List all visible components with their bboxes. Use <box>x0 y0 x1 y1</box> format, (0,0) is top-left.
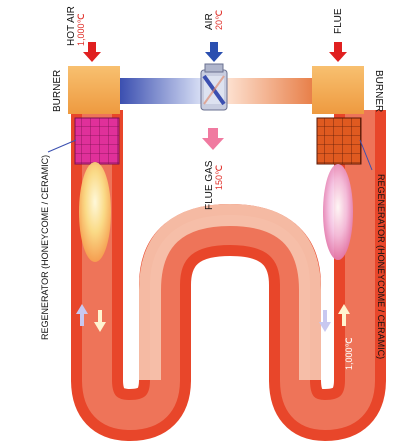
right-up-arrow-icon <box>338 304 350 326</box>
four-way-valve-icon <box>200 63 228 111</box>
burner-left <box>68 66 120 114</box>
flame-right <box>323 164 353 260</box>
furnace-tube <box>71 110 386 441</box>
right-down-arrow-icon <box>319 310 331 332</box>
flue-label: FLUE <box>333 8 344 34</box>
burner-right <box>312 66 364 114</box>
hot-air-label: HOT AIR <box>66 6 77 46</box>
air-arrow-icon <box>205 42 223 62</box>
furnace-temp-label: 1,000℃ <box>344 337 354 370</box>
regenerator-left-label: REGENERATOR (HONEYCOME / CERAMIC) <box>40 155 50 340</box>
air-temp-label: 20℃ <box>214 10 224 30</box>
flue-arrow-icon <box>329 42 347 62</box>
flame-left <box>79 162 111 262</box>
flue-duct-right <box>226 78 312 104</box>
burner-right-label: BURNER <box>373 70 384 112</box>
flue-gas-label: FLUE GAS <box>204 160 215 210</box>
left-down-arrow-icon <box>94 310 106 332</box>
burner-left-label: BURNER <box>52 70 63 112</box>
honeycomb-regenerator-right <box>316 117 362 165</box>
hot-air-arrow-icon <box>83 42 101 62</box>
regenerator-right-label: REGENERATOR (HONEYCOME / CERAMIC) <box>376 174 386 359</box>
air-duct-left <box>120 78 202 104</box>
air-label: AIR <box>204 13 215 30</box>
honeycomb-regenerator-left <box>74 117 120 165</box>
left-up-arrow-icon <box>76 304 88 326</box>
flue-gas-arrow-icon <box>202 128 224 150</box>
flue-gas-temp-label: 150℃ <box>214 165 224 190</box>
hot-air-temp-label: 1,000℃ <box>76 13 86 46</box>
